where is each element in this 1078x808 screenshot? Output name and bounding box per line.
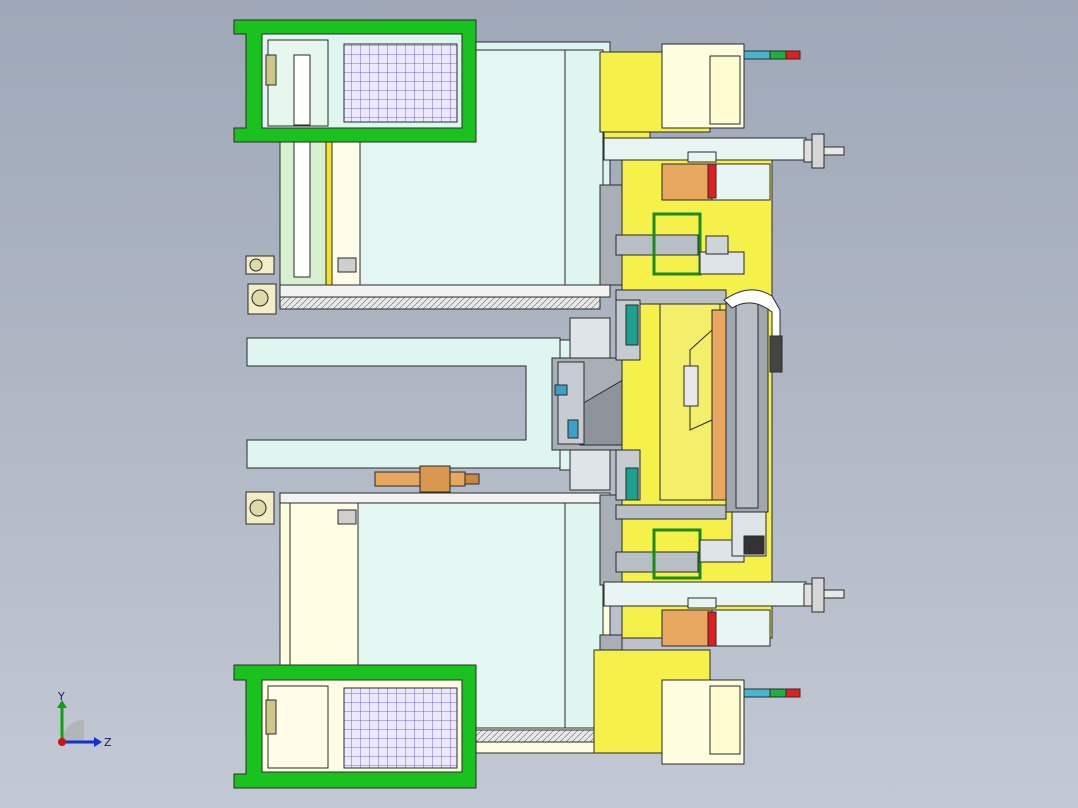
bottom-green-frame — [233, 664, 477, 789]
brass-cylinder — [374, 465, 480, 493]
sensor-upper — [743, 50, 801, 60]
top-adjust-knob-2 — [247, 283, 277, 315]
top-adjust-knob-1 — [245, 255, 275, 275]
lower-right-housing — [603, 581, 807, 765]
bottom-adjust-knob — [245, 491, 275, 525]
triad-y-label: Y — [57, 690, 65, 703]
bottom-mesh-grid — [343, 687, 458, 769]
center-feed-channel — [246, 317, 611, 493]
linear-rail-module — [683, 289, 783, 557]
sensor-lower — [743, 688, 801, 698]
triad-z-label: Z — [104, 736, 112, 749]
top-green-frame — [233, 19, 477, 143]
upper-right-housing — [603, 43, 807, 201]
mid-mechanism-upper — [615, 212, 745, 305]
handwheel-upper[interactable] — [803, 133, 845, 169]
coordinate-triad: Y Z — [57, 690, 112, 749]
top-mesh-grid — [343, 43, 458, 123]
handwheel-lower[interactable] — [803, 577, 845, 613]
